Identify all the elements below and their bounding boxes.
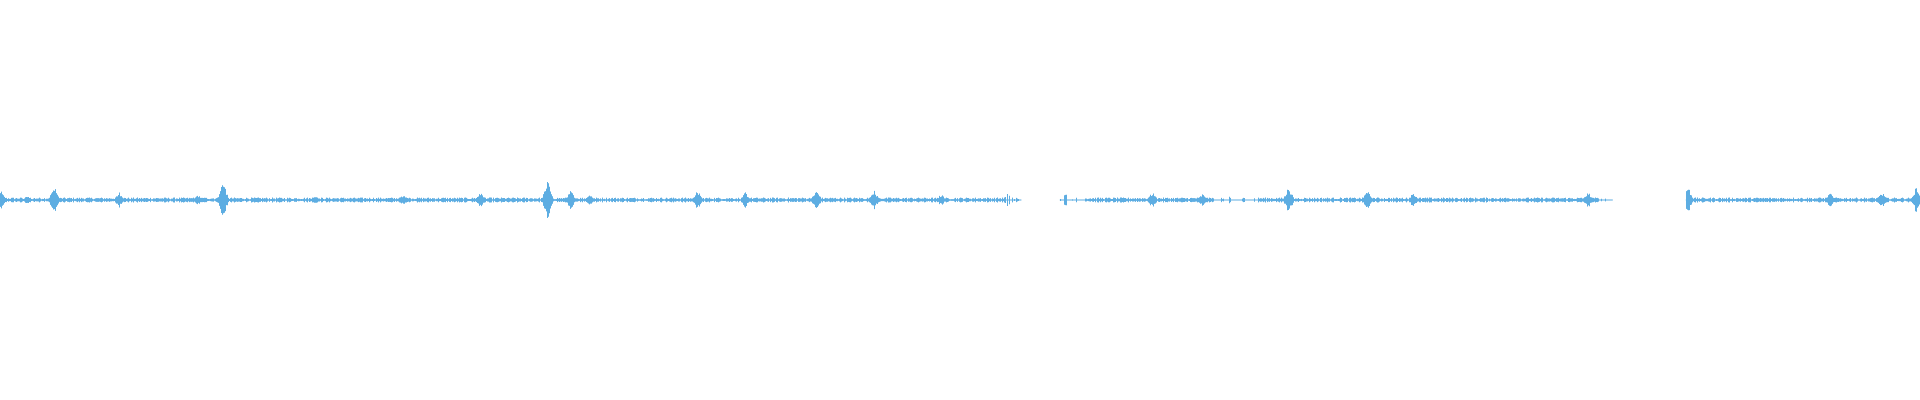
waveform-view[interactable]: [0, 0, 1920, 400]
audio-waveform[interactable]: [0, 0, 1920, 400]
